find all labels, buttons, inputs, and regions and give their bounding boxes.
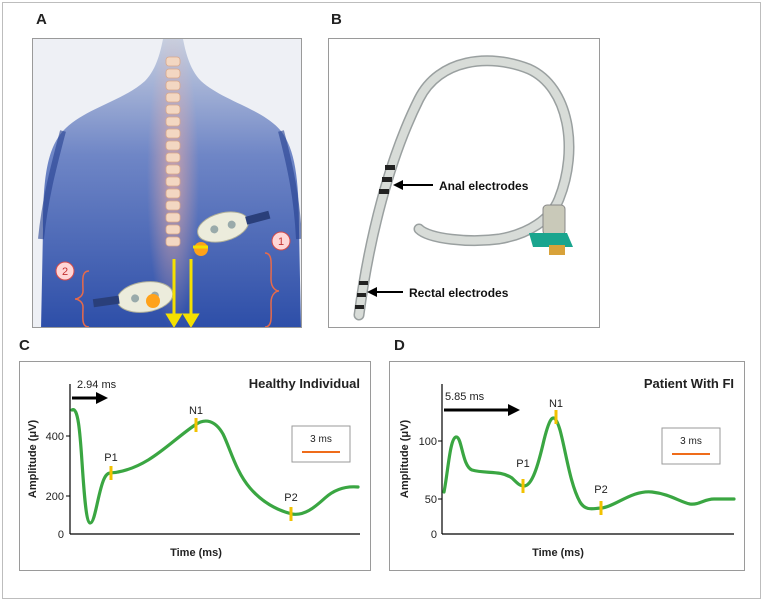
panel-d-label: D [394,337,405,354]
panel-a-back-photo: 1 2 [32,38,302,328]
patient-fi-emg-chart: Patient With FI 0 50 100 Amplitude (μV) … [399,376,736,559]
chart-d-xlabel: Time (ms) [532,547,584,559]
panel-a-label: A [36,11,47,28]
chart-d-p1-label: P1 [516,458,529,470]
chart-c-title: Healthy Individual [249,376,360,391]
chart-c-n1-label: N1 [189,405,203,417]
chart-c-xlabel: Time (ms) [170,547,222,559]
rectal-electrodes-label: Rectal electrodes [409,286,509,300]
spine [165,56,181,247]
panel-b-label: B [331,11,342,28]
chart-d-ylabel: Amplitude (μV) [399,420,411,499]
bracket-left [74,270,90,327]
chart-c-ytick-200: 200 [46,491,64,503]
marker-2-circle [55,261,75,281]
panel-c-label: C [19,337,30,354]
chart-d-title: Patient With FI [644,376,734,391]
marker-1-circle [271,231,291,251]
chart-c-p2-label: P2 [284,492,297,504]
magnetic-coil-upper [197,210,271,243]
chart-c-ylabel: Amplitude (μV) [27,420,39,499]
chart-d-scale-label: 3 ms [680,436,702,447]
catheter-illustration: Anal electrodes Rectal electrodes [353,55,575,321]
panel-d-chart-frame: Patient With FI 0 50 100 Amplitude (μV) … [389,361,745,571]
anal-electrodes-label: Anal electrodes [439,179,529,193]
chart-d-ytick-50: 50 [425,494,437,506]
chart-d-trace [442,416,736,511]
chart-d-latency-label: 5.85 ms [445,391,485,403]
chart-d-scale-box [661,427,721,465]
chart-d-n1-label: N1 [549,398,563,410]
chart-c-scale-label: 3 ms [310,434,332,445]
chart-d-ytick-0: 0 [431,529,437,541]
marker-1-text: 1 [278,236,284,248]
chart-c-p1-label: P1 [104,452,117,464]
chart-c-ytick-400: 400 [46,431,64,443]
chart-c-latency-arrowhead [96,392,108,404]
back-illustration: 1 2 [33,39,301,327]
marker-2-text: 2 [62,266,68,278]
panel-b-catheter-photo: Anal electrodes Rectal electrodes [328,38,600,328]
chart-c-trace [70,408,360,525]
stimulation-spark-lower [146,294,160,308]
chart-d-ytick-100: 100 [419,436,437,448]
rectal-electrode-bands [355,281,368,309]
nerve-arrows [165,245,208,327]
chart-c-scale-box [291,425,351,463]
chart-c-latency-label: 2.94 ms [77,379,117,391]
chart-c-ytick-0: 0 [58,529,64,541]
catheter-tube [355,56,573,319]
stimulation-spark-upper [194,242,208,256]
connector [529,204,573,255]
chart-d-latency-arrowhead [508,404,520,416]
healthy-emg-chart: Healthy Individual 0 200 400 Amplitude (… [27,376,360,559]
bracket-right [264,252,280,327]
chart-d-p2-label: P2 [594,484,607,496]
anal-electrode-bands [379,165,395,194]
panel-c-chart-frame: Healthy Individual 0 200 400 Amplitude (… [19,361,371,571]
